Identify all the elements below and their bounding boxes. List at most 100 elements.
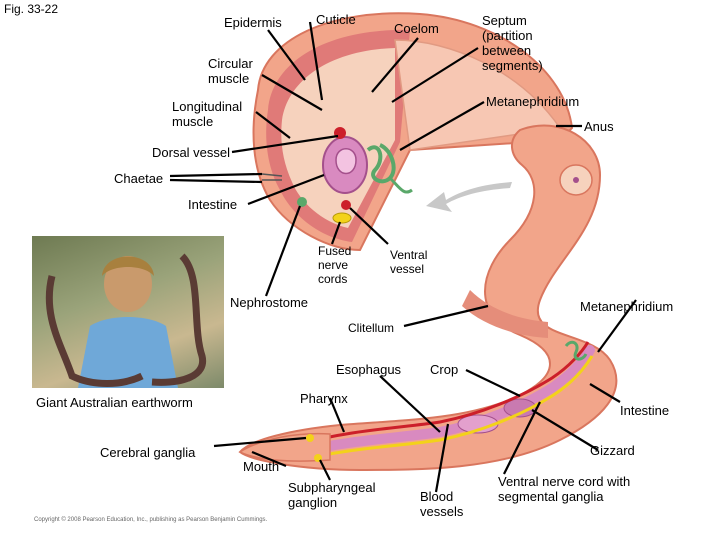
- label-cuticle: Cuticle: [316, 12, 356, 27]
- leader-pharynx: [328, 397, 346, 433]
- label-blood-vessels-line-2: vessels: [420, 504, 464, 519]
- label-ventral-vessel: Ventral vessel: [390, 248, 427, 276]
- chaeta: [261, 173, 283, 177]
- figure-label: Fig. 33-22: [4, 2, 59, 16]
- label-anus: Anus: [584, 119, 614, 134]
- label-septum-line-3: between: [482, 43, 532, 58]
- label-ventral-nerve-cord: Ventral nerve cord with segmental gangli…: [498, 474, 630, 504]
- orientation-arrow: [426, 182, 512, 212]
- leader-longitudinal-muscle: [255, 111, 291, 139]
- label-pharynx: Pharynx: [300, 391, 348, 406]
- label-clitellum: Clitellum: [348, 321, 395, 335]
- label-blood-vessels-line-1: Blood: [420, 489, 454, 504]
- label-epidermis: Epidermis: [224, 15, 282, 30]
- label-nephrostome: Nephrostome: [230, 295, 309, 310]
- leader-ventral-vessel: [349, 207, 389, 245]
- cross-section: [252, 12, 574, 252]
- label-ventral-nerve-cord-line-2: segmental ganglia: [498, 489, 604, 504]
- ventral-nerve-cord: [299, 355, 594, 462]
- label-ventral-nerve-cord-line-1: Ventral nerve cord with: [498, 474, 631, 489]
- typhlosole: [335, 148, 357, 175]
- label-coelom: Coelom: [394, 21, 439, 36]
- leader-dorsal-vessel: [231, 134, 339, 154]
- leader-chaetae-1: [169, 172, 263, 178]
- label-circular-muscle: Circular muscle: [208, 56, 253, 86]
- metanephridium-tubule: [366, 143, 396, 184]
- cerebral-ganglia-shape: [306, 434, 314, 442]
- leader-metanephridium-top: [399, 101, 485, 151]
- label-giant-earthworm: Giant Australian earthworm: [36, 395, 193, 410]
- leader-cuticle: [308, 21, 324, 101]
- label-cerebral-ganglia: Cerebral ganglia: [100, 445, 196, 460]
- leader-cerebral-ganglia: [213, 436, 307, 448]
- leader-ventral-nerve-cord: [503, 401, 541, 475]
- metanephridium-duct: [388, 176, 413, 194]
- worm-in-photo-right: [151, 253, 207, 386]
- label-gizzard: Gizzard: [590, 443, 635, 458]
- label-crop: Crop: [430, 362, 459, 377]
- label-subpharyngeal-ganglion: Subpharyngeal ganglion: [288, 480, 375, 510]
- leader-blood-vessels: [434, 423, 450, 493]
- leader-mouth: [251, 450, 287, 468]
- label-septum: Septum (partition between segments): [482, 13, 543, 73]
- label-longitudinal-muscle-line-1: Longitudinal: [172, 99, 243, 114]
- worm-body: [238, 124, 618, 472]
- worm-in-photo-left: [45, 275, 144, 387]
- leader-epidermis: [267, 29, 306, 81]
- label-ventral-vessel-line-2: vessel: [390, 262, 425, 276]
- label-intestine-bottom: Intestine: [620, 403, 670, 418]
- label-septum-line-1: Septum: [482, 13, 527, 28]
- leader-septum: [391, 47, 479, 103]
- clitellum-band: [462, 290, 548, 338]
- label-circular-muscle-line-2: muscle: [208, 71, 250, 86]
- dorsal-blood-vessel: [299, 341, 590, 446]
- nerve-cord-section: [332, 212, 352, 224]
- label-esophagus: Esophagus: [336, 362, 402, 377]
- label-circular-muscle-line-1: Circular: [208, 56, 253, 71]
- label-subpharyngeal-line-1: Subpharyngeal: [288, 480, 376, 495]
- label-intestine-top: Intestine: [188, 197, 238, 212]
- leader-esophagus: [379, 375, 441, 433]
- leader-intestine-bottom: [589, 383, 621, 403]
- leader-subpharyngeal: [319, 459, 331, 481]
- leader-metanephridium-right: [597, 299, 637, 353]
- body-metanephridium: [564, 340, 588, 361]
- leader-lines: [169, 21, 637, 493]
- person-head: [104, 256, 152, 312]
- label-longitudinal-muscle-line-2: muscle: [172, 114, 214, 129]
- leader-fused-nerve-cords: [330, 221, 342, 245]
- leader-circular-muscle: [261, 74, 323, 111]
- anus-opening: [573, 177, 579, 183]
- label-metanephridium-right: Metanephridium: [580, 299, 674, 314]
- label-fused-nerve-cords-line-3: cords: [318, 272, 348, 286]
- whole-worm: [238, 124, 618, 472]
- person-shirt: [78, 317, 178, 388]
- person-hair: [102, 256, 154, 276]
- label-blood-vessels: Blood vessels: [420, 489, 463, 519]
- label-septum-line-4: segments): [482, 58, 543, 73]
- leader-nephrostome: [264, 205, 302, 297]
- copyright-notice: Copyright © 2008 Pearson Education, Inc.…: [34, 517, 268, 523]
- leader-crop: [465, 369, 521, 397]
- photo-artwork: [45, 253, 207, 388]
- label-mouth: Mouth: [243, 459, 280, 474]
- label-subpharyngeal-line-2: ganglion: [288, 495, 338, 510]
- label-ventral-vessel-line-1: Ventral: [390, 248, 428, 262]
- leader-chaetae-2: [169, 178, 263, 184]
- label-fused-nerve-cords-line-2: nerve: [318, 258, 349, 272]
- leader-intestine-top: [247, 173, 325, 206]
- label-chaetae: Chaetae: [114, 171, 164, 186]
- earthworm-photo: [32, 236, 224, 388]
- label-fused-nerve-cords: Fused nerve cords: [318, 244, 351, 286]
- label-metanephridium-top: Metanephridium: [486, 94, 580, 109]
- label-longitudinal-muscle: Longitudinal muscle: [172, 99, 242, 129]
- leader-clitellum: [403, 304, 489, 328]
- ventral-vessel-section: [341, 200, 351, 210]
- nephrostome-funnel: [297, 197, 307, 207]
- label-fused-nerve-cords-line-1: Fused: [318, 244, 352, 258]
- label-septum-line-2: (partition: [482, 28, 533, 43]
- label-dorsal-vessel: Dorsal vessel: [152, 145, 231, 160]
- leader-coelom: [371, 37, 419, 93]
